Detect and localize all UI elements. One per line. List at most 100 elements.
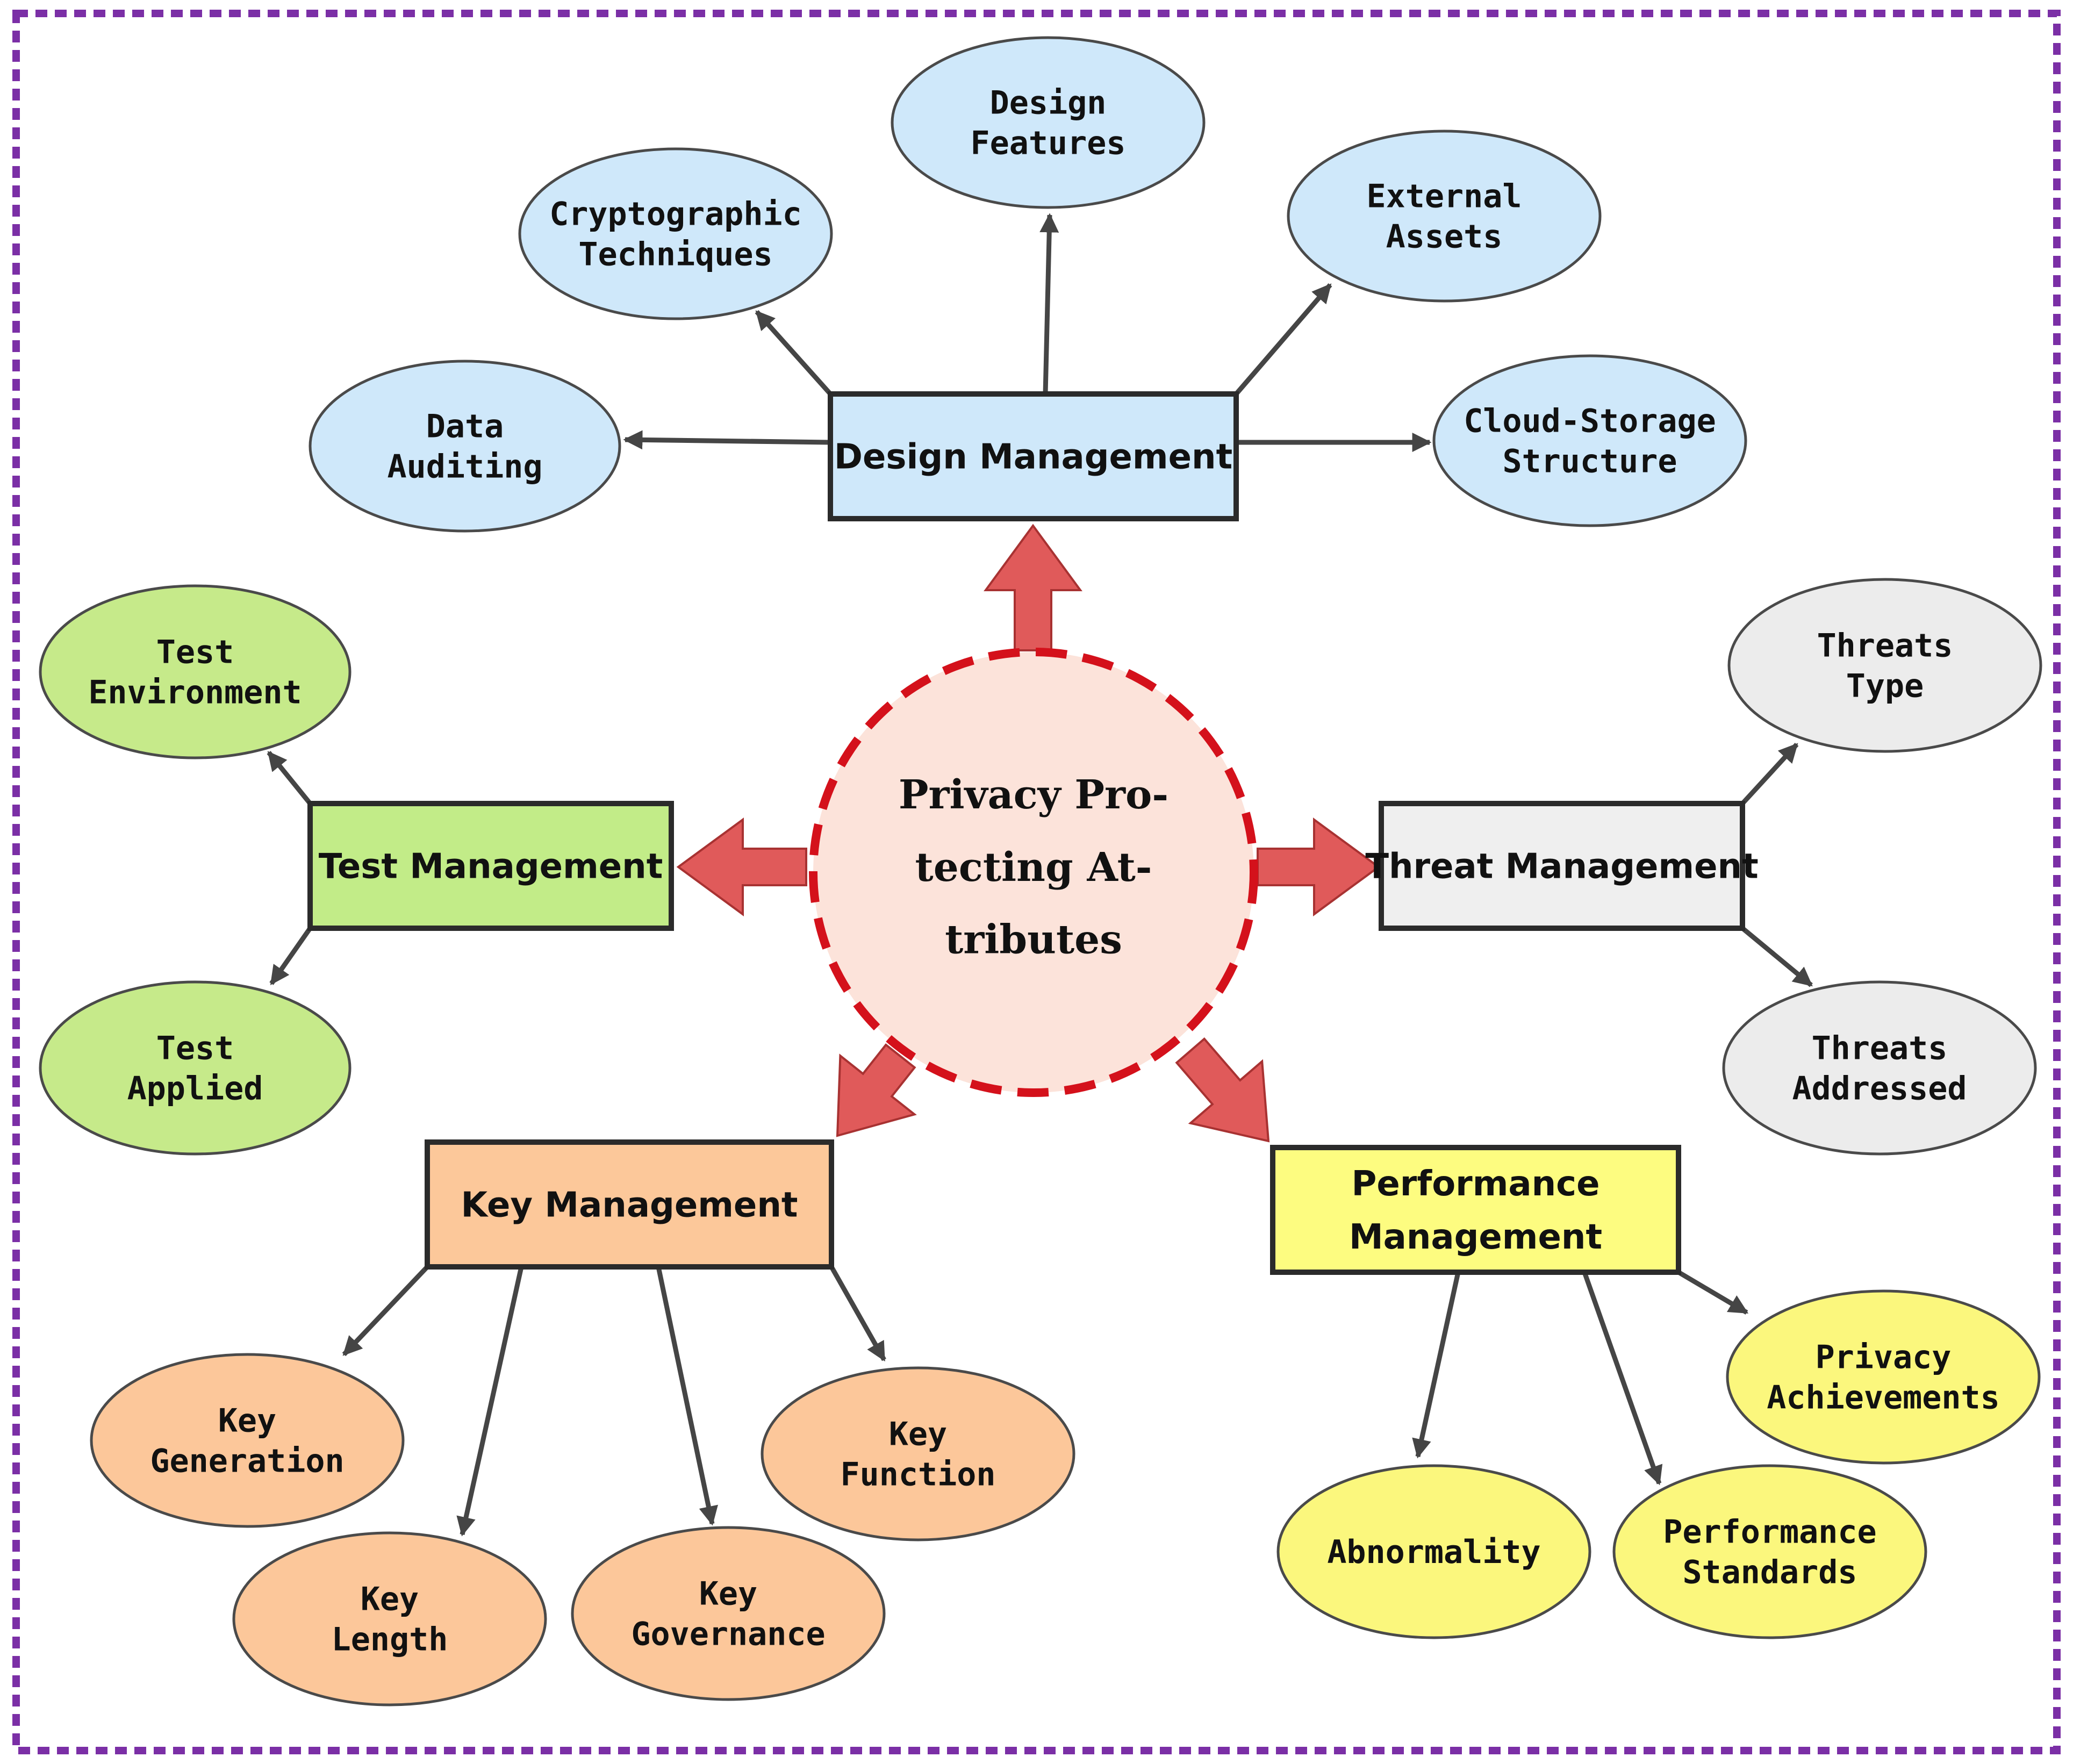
- key-box-label-line-1: Key Management: [461, 1185, 798, 1225]
- connector-layer: [267, 213, 1813, 1537]
- threats-addressed-connector: [1741, 926, 1813, 987]
- test-applied-connector: [269, 927, 312, 985]
- privacy-achievements-ellipse: [1726, 1289, 2041, 1465]
- privacy-achievements-label-line-1: Privacy: [1816, 1339, 1952, 1376]
- key-generation-ellipse: [90, 1353, 405, 1528]
- key-generation-connector: [342, 1265, 429, 1357]
- cloud-storage-structure-label-line-1: Cloud-Storage: [1464, 403, 1716, 440]
- design-features-label-line-1: Design: [990, 84, 1107, 122]
- abnormality-node: Abnormality: [1276, 1464, 1591, 1639]
- key-box-shape: [425, 1139, 834, 1270]
- key-generation-label-line-1: Key: [218, 1402, 276, 1440]
- test-environment-ellipse: [39, 584, 352, 759]
- privacy-achievements-label-line-2: Achievements: [1767, 1379, 1999, 1417]
- performance-standards-label-line-1: Performance: [1663, 1514, 1876, 1551]
- threats-type-label-line-1: Threats: [1817, 627, 1953, 665]
- key-length-label-line-1: Key: [361, 1581, 419, 1618]
- center-label: Privacy Pro-tecting At-tributes: [899, 772, 1168, 963]
- abnormality-connector: [1412, 1272, 1461, 1459]
- center-label-line-1: Privacy Pro-: [899, 772, 1168, 818]
- cloud-storage-structure-label-line-2: Structure: [1502, 443, 1677, 481]
- center-label-line-2: tecting At-: [915, 844, 1152, 891]
- test-management-box: Test Management: [307, 801, 674, 931]
- abnormality-label: Abnormality: [1327, 1533, 1540, 1571]
- key-block-arrow: [836, 1043, 917, 1137]
- key-management-box: Key Management: [425, 1139, 834, 1270]
- outer-dotted-frame: [12, 10, 2061, 1754]
- test-environment-label-line-1: Test: [156, 634, 234, 671]
- threats-type-label-line-2: Type: [1846, 668, 1924, 705]
- design-box-shape: [828, 391, 1239, 521]
- cryptographic-techniques-ellipse: [518, 147, 833, 320]
- threat-management-box: Threat Management: [1365, 801, 1759, 931]
- key-function-ellipse: [761, 1366, 1075, 1541]
- performance-block-arrow: [1175, 1037, 1270, 1143]
- key-governance-label-line-1: Key: [699, 1575, 757, 1613]
- design-box-label: Design Management: [834, 437, 1232, 477]
- performance-standards-connector: [1582, 1271, 1663, 1486]
- threats-type-connector: [1740, 742, 1799, 806]
- key-governance-label-line-2: Governance: [631, 1616, 825, 1653]
- center-node: Privacy Pro-tecting At-tributes: [809, 648, 1258, 1097]
- performance-standards-label-line-2: Standards: [1682, 1554, 1857, 1591]
- data-auditing-ellipse: [309, 360, 621, 533]
- key-function-label-line-1: Key: [889, 1416, 947, 1453]
- threat-box-label: Threat Management: [1365, 847, 1758, 886]
- key-governance-connector: [656, 1266, 718, 1526]
- center-circle: [809, 648, 1258, 1097]
- threats-addressed-ellipse: [1722, 980, 2037, 1156]
- abnormality-ellipse: [1276, 1464, 1591, 1639]
- test-box-shape: [307, 801, 674, 931]
- threat-box-shape: [1379, 801, 1745, 931]
- test-environment-label-line-2: Environment: [88, 674, 302, 712]
- design-features-label-line-2: Features: [971, 125, 1126, 162]
- external-assets-ellipse: [1287, 130, 1602, 303]
- design-features-ellipse: [891, 36, 1206, 209]
- cryptographic-techniques-connector: [755, 310, 833, 396]
- cryptographic-techniques-label-line-2: Techniques: [578, 236, 772, 274]
- external-assets-label-line-2: Assets: [1386, 218, 1503, 256]
- test-block-arrow: [676, 818, 807, 916]
- key-governance-ellipse: [571, 1526, 886, 1701]
- threats-addressed-label-line-2: Addressed: [1792, 1070, 1967, 1108]
- key-box-label: Key Management: [461, 1185, 798, 1225]
- abnormality-label-line-1: Abnormality: [1327, 1533, 1540, 1571]
- cryptographic-techniques-label-line-1: Cryptographic: [549, 196, 802, 233]
- external-assets-label-line-1: External: [1367, 178, 1522, 216]
- design-management-box: Design Management: [828, 391, 1239, 521]
- performance-box-label-line-2: Management: [1349, 1217, 1602, 1257]
- key-length-connector: [456, 1266, 524, 1537]
- cloud-storage-structure-ellipse: [1432, 354, 1747, 527]
- performance-standards-ellipse: [1612, 1464, 1927, 1639]
- test-applied-label-line-1: Test: [156, 1030, 234, 1067]
- threat-block-arrow: [1257, 818, 1381, 916]
- threat-box-label-line-1: Threat Management: [1365, 847, 1758, 886]
- data-auditing-connector: [623, 430, 831, 450]
